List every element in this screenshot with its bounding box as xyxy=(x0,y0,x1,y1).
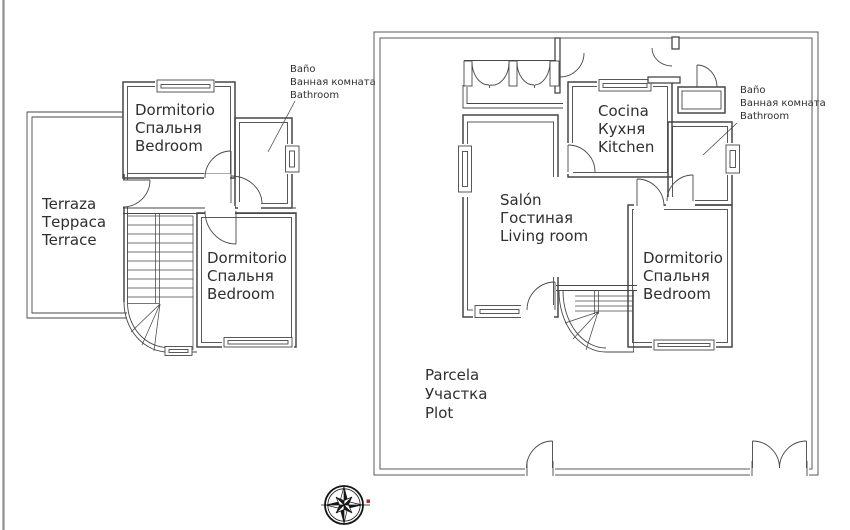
bedroom-bottom-label-ru: Спальня xyxy=(207,267,274,285)
living-room-label: Salón Гостиная Living room xyxy=(500,191,588,245)
kitchen-label-en: Kitchen xyxy=(598,138,654,156)
bedroom-bottom-label: Dormitorio Спальня Bedroom xyxy=(207,249,287,303)
bathroom-note-ground-es: Baño xyxy=(740,85,765,96)
compass-rose xyxy=(321,485,370,525)
bathroom-door-arc-ground xyxy=(666,174,695,207)
terrace-label-es: Terraza xyxy=(41,195,96,213)
terrace-door-arc xyxy=(121,179,151,208)
bedroom-label-ground-es: Dormitorio xyxy=(643,249,723,267)
bathroom-note-ru: Ванная комната xyxy=(290,77,376,88)
pedestrian-gate xyxy=(525,440,555,477)
bedroom-window xyxy=(652,339,716,351)
kitchen-label-ru: Кухня xyxy=(598,120,645,138)
terrace-walls xyxy=(26,111,127,319)
bathroom-window xyxy=(285,144,300,174)
bedroom-bottom-window xyxy=(222,337,294,348)
living-room-door-arc xyxy=(521,281,556,319)
living-room-bottom-window xyxy=(473,304,525,319)
main-gate xyxy=(750,440,809,477)
bedroom-top-label-en: Bedroom xyxy=(135,137,203,155)
bathroom-annotation-ground: Baño Ванная комната Bathroom xyxy=(702,85,826,156)
living-room-label-en: Living room xyxy=(500,227,588,245)
bedroom-bottom-door-arc xyxy=(204,206,237,245)
bathroom-room-ground xyxy=(667,121,733,206)
living-room-left-window xyxy=(458,144,472,197)
bathroom-note-ground-ru: Ванная комната xyxy=(740,98,826,109)
bedroom-top-window xyxy=(155,79,215,93)
terrace-label: Terraza Терраса Terrace xyxy=(41,195,106,249)
kitchen-door-arc xyxy=(564,143,596,174)
terrace-label-en: Terrace xyxy=(41,231,97,249)
bedroom-label-ground: Dormitorio Спальня Bedroom xyxy=(643,249,723,303)
bathroom-annotation: Baño Ванная комната Bathroom xyxy=(267,64,376,153)
plot-label-ru: Участка xyxy=(425,385,487,403)
storage-room xyxy=(647,64,726,114)
kitchen-window xyxy=(597,79,653,92)
bedroom-top-label: Dormitorio Спальня Bedroom xyxy=(135,101,215,155)
staircase-ground xyxy=(556,285,637,353)
compass-east-marker xyxy=(366,499,370,503)
bedroom-top-door-arc xyxy=(204,150,232,183)
porch-arches xyxy=(462,60,563,109)
plot-boundary xyxy=(373,31,819,476)
plot-label-en: Plot xyxy=(425,404,453,422)
compass-star xyxy=(325,486,363,524)
bathroom-window-ground xyxy=(725,143,740,175)
bathroom-room xyxy=(234,117,293,209)
living-room-label-es: Salón xyxy=(500,191,542,209)
plot-label: Parcela Участка Plot xyxy=(425,366,487,422)
bedroom-bottom-label-en: Bedroom xyxy=(207,285,275,303)
terrace-label-ru: Терраса xyxy=(41,213,106,231)
bedroom-top-label-es: Dormitorio xyxy=(135,101,215,119)
living-room-label-ru: Гостиная xyxy=(500,209,573,227)
bedroom-door-arc xyxy=(634,178,665,211)
bedroom-label-ground-ru: Спальня xyxy=(643,267,710,285)
bathroom-note-ground-en: Bathroom xyxy=(740,111,789,122)
ground-floor-plan: Baño Ванная комната Bathroom Cocina Кухн… xyxy=(373,31,826,477)
kitchen-label-es: Cocina xyxy=(598,102,649,120)
plot-label-es: Parcela xyxy=(425,366,479,384)
bathroom-note-en: Bathroom xyxy=(290,90,339,101)
bedroom-label-ground-en: Bedroom xyxy=(643,285,711,303)
bedroom-bottom-label-es: Dormitorio xyxy=(207,249,287,267)
bedroom-top-label-ru: Спальня xyxy=(135,119,202,137)
kitchen-label: Cocina Кухня Kitchen xyxy=(598,102,654,156)
bathroom-note-es: Baño xyxy=(290,64,315,75)
bathroom-door-arc xyxy=(230,175,263,213)
bathroom-leader-line xyxy=(267,100,296,153)
staircase xyxy=(123,214,197,353)
bathroom-leader-line-ground xyxy=(702,122,738,156)
stair-bay-window xyxy=(164,346,193,356)
first-floor-plan: Baño Ванная комната Bathroom Dormitorio … xyxy=(26,64,376,356)
